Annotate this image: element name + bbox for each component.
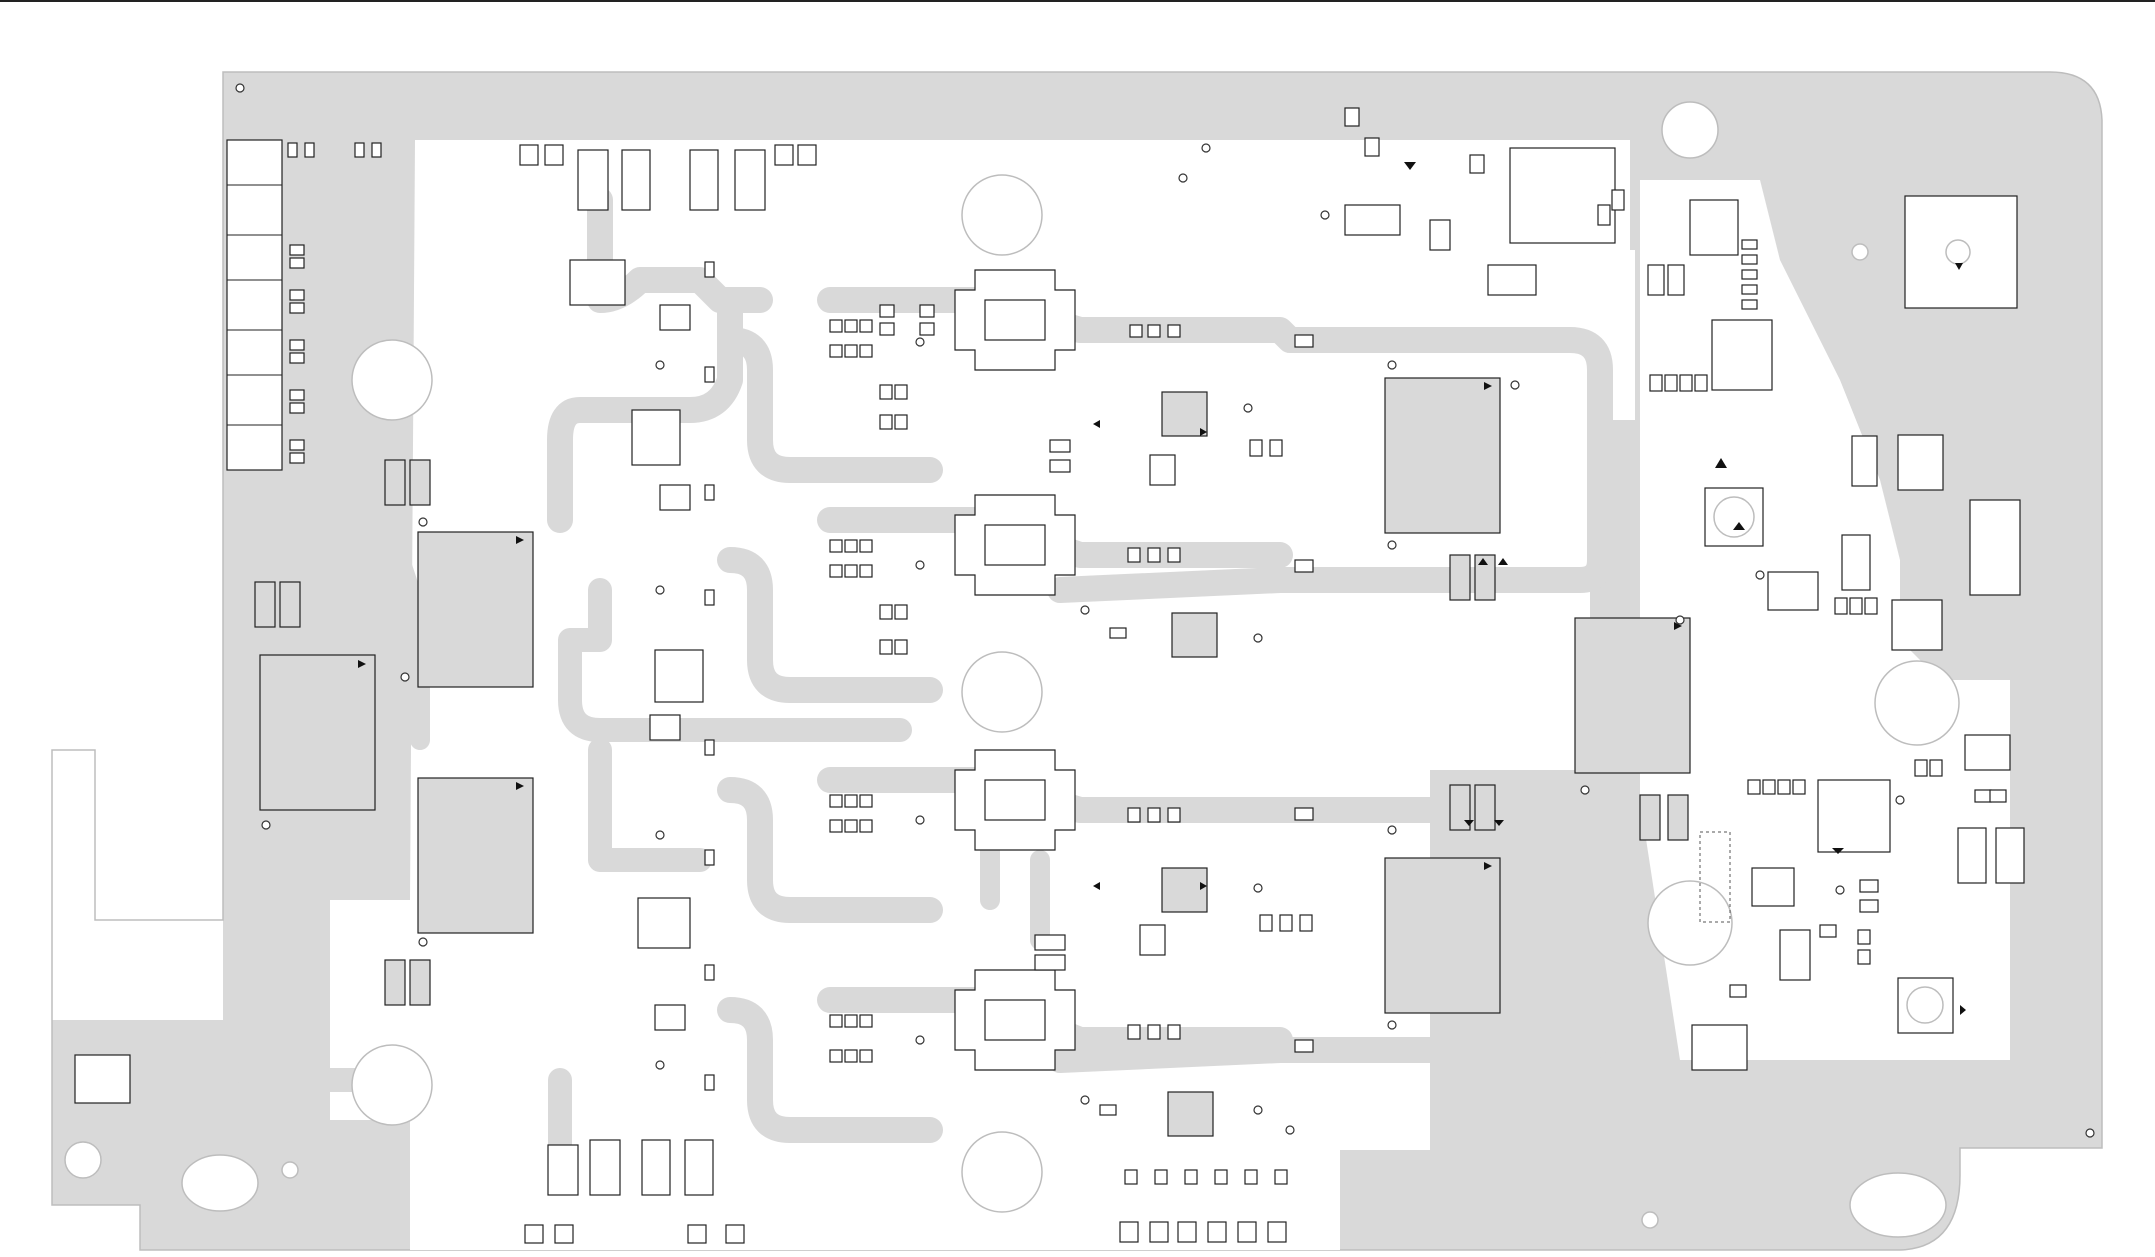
inductor-l5 [1575, 618, 1690, 773]
inductor-l1 [418, 532, 533, 687]
inductor-l6 [1385, 858, 1500, 1013]
bottom-left-connector [75, 1055, 130, 1103]
qfn-mcu [1818, 780, 1890, 852]
inductor-l3 [418, 778, 533, 933]
inductor-l4 [1385, 378, 1500, 533]
inductor-l2 [260, 655, 375, 810]
left-connector [227, 140, 282, 470]
